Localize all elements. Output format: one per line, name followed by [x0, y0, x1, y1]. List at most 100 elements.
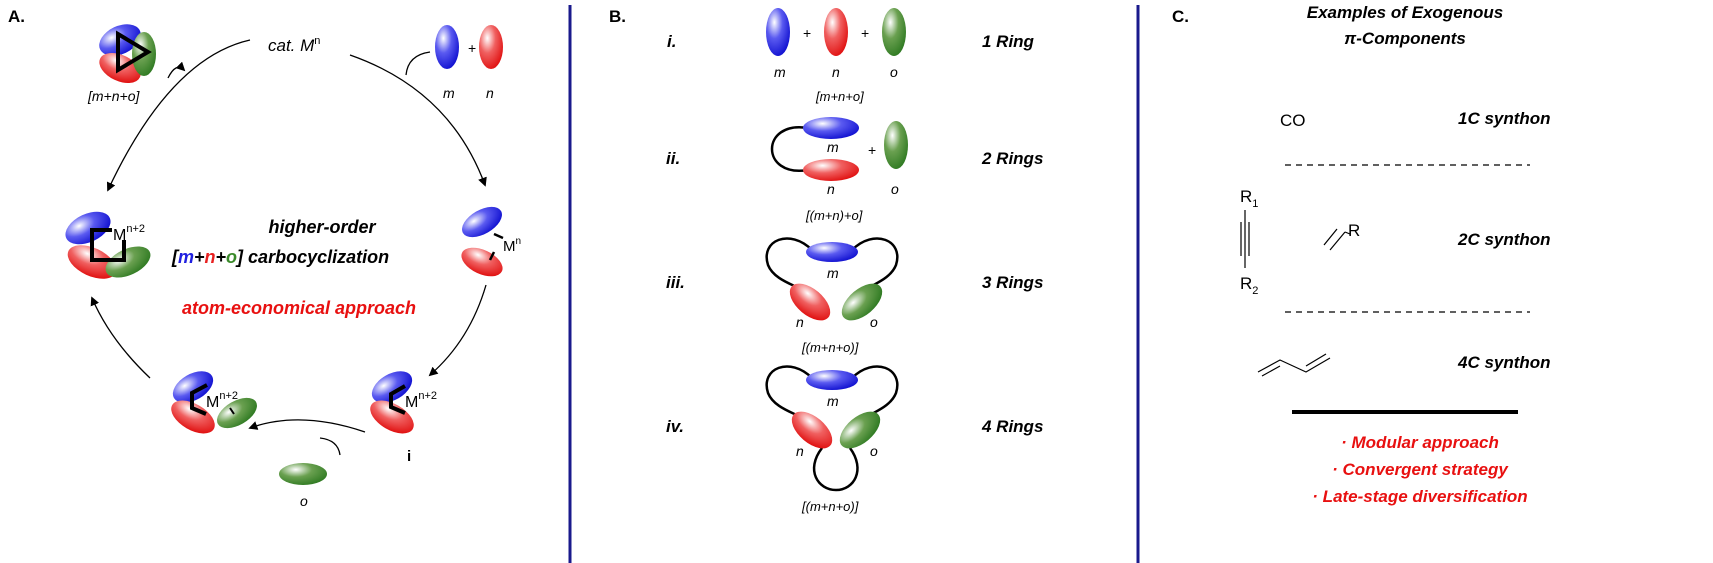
catalytic-cycle [90, 39, 487, 456]
row-iii-tether-right [851, 237, 899, 291]
row-iv-formula: [(m+n+o)] [801, 499, 859, 514]
row-iv-m [806, 370, 858, 390]
row-iii-label-o: o [870, 314, 878, 330]
co-label: CO [1280, 111, 1306, 130]
synthon-4c: 4C synthon [1457, 353, 1551, 372]
synthon-1c: 1C synthon [1458, 109, 1551, 128]
alkene-bond-double [1323, 228, 1338, 246]
blue-lobe [172, 371, 214, 403]
row-iii-n [789, 283, 831, 321]
bond [229, 407, 235, 415]
row-ii-formula: [(m+n)+o] [805, 208, 863, 223]
row-iv-label-n: n [796, 443, 804, 459]
alkene-bond [1329, 231, 1346, 251]
cycle-arrow-right [428, 284, 487, 377]
o-entry-curve [319, 437, 341, 456]
row-iv-tether-bottom [812, 447, 859, 492]
cycle-arrow-left [90, 296, 151, 379]
row-ii-label-m: m [827, 139, 839, 155]
row-ii-label-o: o [891, 181, 899, 197]
panel-c-label: C. [1172, 7, 1189, 26]
cycle-arrow-bottom [248, 419, 366, 433]
intermediate-i [370, 371, 414, 434]
intermediate-i-label: i [407, 448, 411, 465]
panel-a-label: A. [8, 7, 25, 26]
row-iii-tether-left [765, 237, 813, 292]
substrate-m [435, 25, 459, 69]
substrate-o [279, 463, 327, 485]
blue-lobe [65, 211, 111, 245]
row-i-label-m: m [774, 64, 786, 80]
row-iii-label-m: m [827, 265, 839, 281]
blue-lobe [462, 206, 502, 238]
row-iii-m [806, 242, 858, 262]
row-iv-label-m: m [827, 393, 839, 409]
red-lobe [461, 247, 503, 277]
synthon-2c: 2C synthon [1457, 230, 1551, 249]
substrate-entry-curve [405, 51, 431, 76]
alkyne-structure [1240, 210, 1250, 268]
green-lobe [217, 397, 257, 429]
row-i-o [882, 8, 906, 56]
label-n: n [486, 85, 494, 101]
r-label: R [1348, 221, 1360, 240]
cycle-title-line1: higher-order [268, 217, 376, 237]
metal-np2-label-i: Mn+2 [405, 390, 437, 411]
r1-label: R1 [1240, 187, 1258, 210]
bracket-ring [389, 384, 406, 415]
plus-sign-a: + [468, 40, 476, 56]
row-i-label-n: n [832, 64, 840, 80]
row-ii-m [803, 117, 859, 139]
row-iv-tether-left [765, 365, 813, 420]
row-i-plus2: + [861, 25, 869, 41]
row-ii-o [884, 121, 908, 169]
diene-structure [1257, 353, 1331, 377]
red-lobe [171, 400, 215, 434]
diene-double-2 [1305, 353, 1327, 367]
row-iv-o [839, 411, 881, 449]
cycle-subtitle: atom-economical approach [182, 298, 416, 318]
row-ii-label-n: n [827, 181, 835, 197]
diene-double-1 [1261, 365, 1281, 377]
row-iii-roman: iii. [666, 273, 685, 292]
row-ii-tether [770, 126, 809, 172]
row-i-n [824, 8, 848, 56]
row-iv-roman: iv. [666, 417, 684, 436]
row-i-formula: [m+n+o] [815, 89, 864, 104]
row-ii-plus: + [868, 142, 876, 158]
triangle-ring [116, 30, 152, 74]
row-i-rings: 1 Ring [982, 32, 1035, 51]
panel-c-heading-1: Examples of Exogenous [1307, 3, 1504, 22]
alkene-bond-r [1344, 231, 1351, 235]
metallacycle-with-o [171, 371, 257, 434]
row-i-roman: i. [667, 32, 676, 51]
bond [493, 232, 504, 240]
bullet-convergent: · Convergent strategy [1332, 460, 1509, 479]
product-formula: [m+n+o] [87, 88, 140, 104]
product-ring-cluster [99, 24, 156, 84]
row-ii-roman: ii. [666, 149, 680, 168]
alkene-structure [1323, 228, 1351, 251]
panel-c-heading-2: π-Components [1344, 29, 1466, 48]
row-i-m [766, 8, 790, 56]
diene-chain [1257, 357, 1331, 373]
label-o: o [300, 493, 308, 509]
row-iii-formula: [(m+n+o)] [801, 340, 859, 355]
product-release-curve [167, 61, 186, 79]
metal-complex-mn [461, 206, 504, 277]
row-i-label-o: o [890, 64, 898, 80]
row-iv-n [791, 411, 833, 449]
panel-b-label: B. [609, 7, 626, 26]
row-ii-rings: 2 Rings [981, 149, 1043, 168]
blue-lobe [371, 371, 413, 403]
square-ring [90, 228, 126, 262]
cycle-arrow-top-right [349, 54, 487, 187]
metal-np2-label-left: Mn+2 [113, 223, 145, 244]
metal-np2-label-bottom: Mn+2 [206, 390, 238, 411]
row-iii-o [841, 283, 883, 321]
cycle-title-line2: [m+n+o] carbocyclization [171, 247, 389, 267]
bullet-modular: · Modular approach [1341, 433, 1499, 452]
red-lobe [370, 400, 414, 434]
catalyst-label: cat. Mn [268, 35, 320, 55]
